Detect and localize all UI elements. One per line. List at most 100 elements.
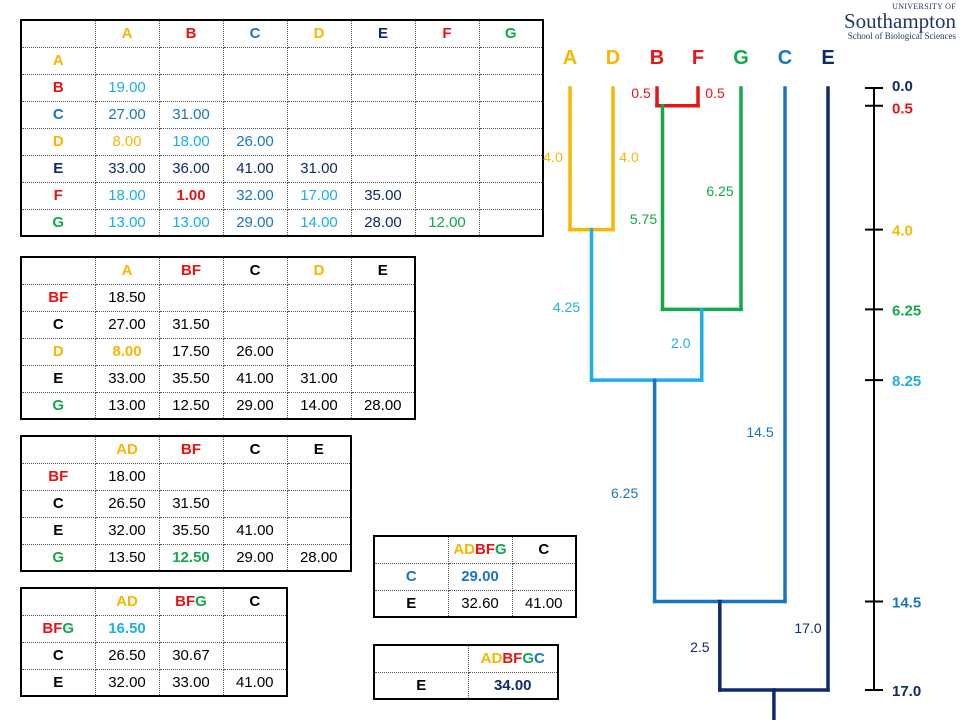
column-header: E [350, 256, 416, 285]
distance-cell [478, 208, 544, 237]
column-header: AD [94, 435, 160, 464]
distance-cell: 14.00 [286, 391, 352, 420]
university-logo: UNIVERSITY OF Southampton School of Biol… [820, 2, 956, 41]
leaf-label-c: C [778, 47, 792, 69]
branch-length-bfg: 2.0 [671, 335, 691, 351]
scale-label: 17.0 [892, 683, 921, 700]
column-header: BF [158, 435, 224, 464]
distance-cell: 30.67 [158, 641, 224, 670]
distance-cell: 26.50 [94, 641, 160, 670]
scale-label: 6.25 [892, 302, 921, 319]
distance-cell [222, 614, 288, 643]
column-header: ADBFG [447, 535, 513, 564]
distance-cell: 32.60 [447, 589, 513, 618]
distance-cell: 41.00 [222, 154, 288, 183]
distance-cell: 27.00 [94, 310, 160, 339]
branch-length-d: 4.0 [619, 149, 639, 165]
distance-cell [222, 46, 288, 75]
distance-cell [350, 337, 416, 366]
branch-length-b: 0.5 [631, 85, 651, 101]
distance-cell: 41.00 [222, 516, 288, 545]
scale-label: 0.0 [892, 78, 913, 95]
distance-cell: 29.00 [222, 208, 288, 237]
distance-cell [414, 127, 480, 156]
row-header: C [20, 100, 96, 129]
row-header: G [20, 391, 96, 420]
distance-cell: 18.00 [94, 181, 160, 210]
branch-length-adbfg: 6.25 [611, 485, 638, 501]
distance-cell: 12.50 [158, 391, 224, 420]
distance-cell [511, 562, 577, 591]
row-header: G [20, 543, 96, 572]
distance-cell [414, 181, 480, 210]
distance-cell: 32.00 [94, 668, 160, 697]
distance-cell: 19.00 [94, 73, 160, 102]
row-header: C [20, 310, 96, 339]
distance-cell [350, 127, 416, 156]
distance-cell [286, 310, 352, 339]
distance-cell: 17.50 [158, 337, 224, 366]
row-header: E [20, 516, 96, 545]
distance-cell: 18.50 [94, 283, 160, 312]
distance-cell [350, 364, 416, 393]
distance-cell: 35.00 [350, 181, 416, 210]
row-header: B [20, 73, 96, 102]
branch-length-f: 0.5 [705, 85, 725, 101]
column-header: AD [94, 587, 160, 616]
logo-line2: Southampton [843, 9, 956, 33]
row-header: BF [20, 283, 96, 312]
distance-cell [414, 46, 480, 75]
distance-cell [286, 337, 352, 366]
distance-cell: 8.00 [94, 337, 160, 366]
leaf-label-b: B [650, 47, 664, 69]
distance-cell [222, 73, 288, 102]
distance-cell [158, 73, 224, 102]
column-header: C [222, 587, 288, 616]
scale-label: 14.5 [892, 594, 921, 611]
column-header: E [350, 19, 416, 48]
distance-cell: 29.00 [222, 543, 288, 572]
distance-cell: 14.00 [286, 208, 352, 237]
distance-cell: 41.00 [222, 668, 288, 697]
distance-cell [222, 310, 288, 339]
distance-cell: 29.00 [222, 391, 288, 420]
logo-line1: UNIVERSITY OF [892, 2, 956, 11]
branch-length-ad: 4.25 [553, 299, 580, 315]
branch-length-g: 6.25 [706, 183, 733, 199]
distance-cell: 12.50 [158, 543, 224, 572]
distance-cell: 8.00 [94, 127, 160, 156]
distance-cell [478, 154, 544, 183]
distance-cell [222, 100, 288, 129]
scale-label: 4.0 [892, 223, 913, 240]
leaf-label-g: G [733, 47, 749, 69]
distance-cell: 13.50 [94, 543, 160, 572]
branch-length-c: 14.5 [746, 424, 773, 440]
distance-cell [350, 310, 416, 339]
distance-cell: 41.00 [511, 589, 577, 618]
row-header: C [373, 562, 449, 591]
distance-cell [478, 127, 544, 156]
column-header: A [94, 19, 160, 48]
column-header: G [478, 19, 544, 48]
distance-cell: 27.00 [94, 100, 160, 129]
distance-cell: 41.00 [222, 364, 288, 393]
column-header: E [286, 435, 352, 464]
distance-cell: 32.00 [94, 516, 160, 545]
